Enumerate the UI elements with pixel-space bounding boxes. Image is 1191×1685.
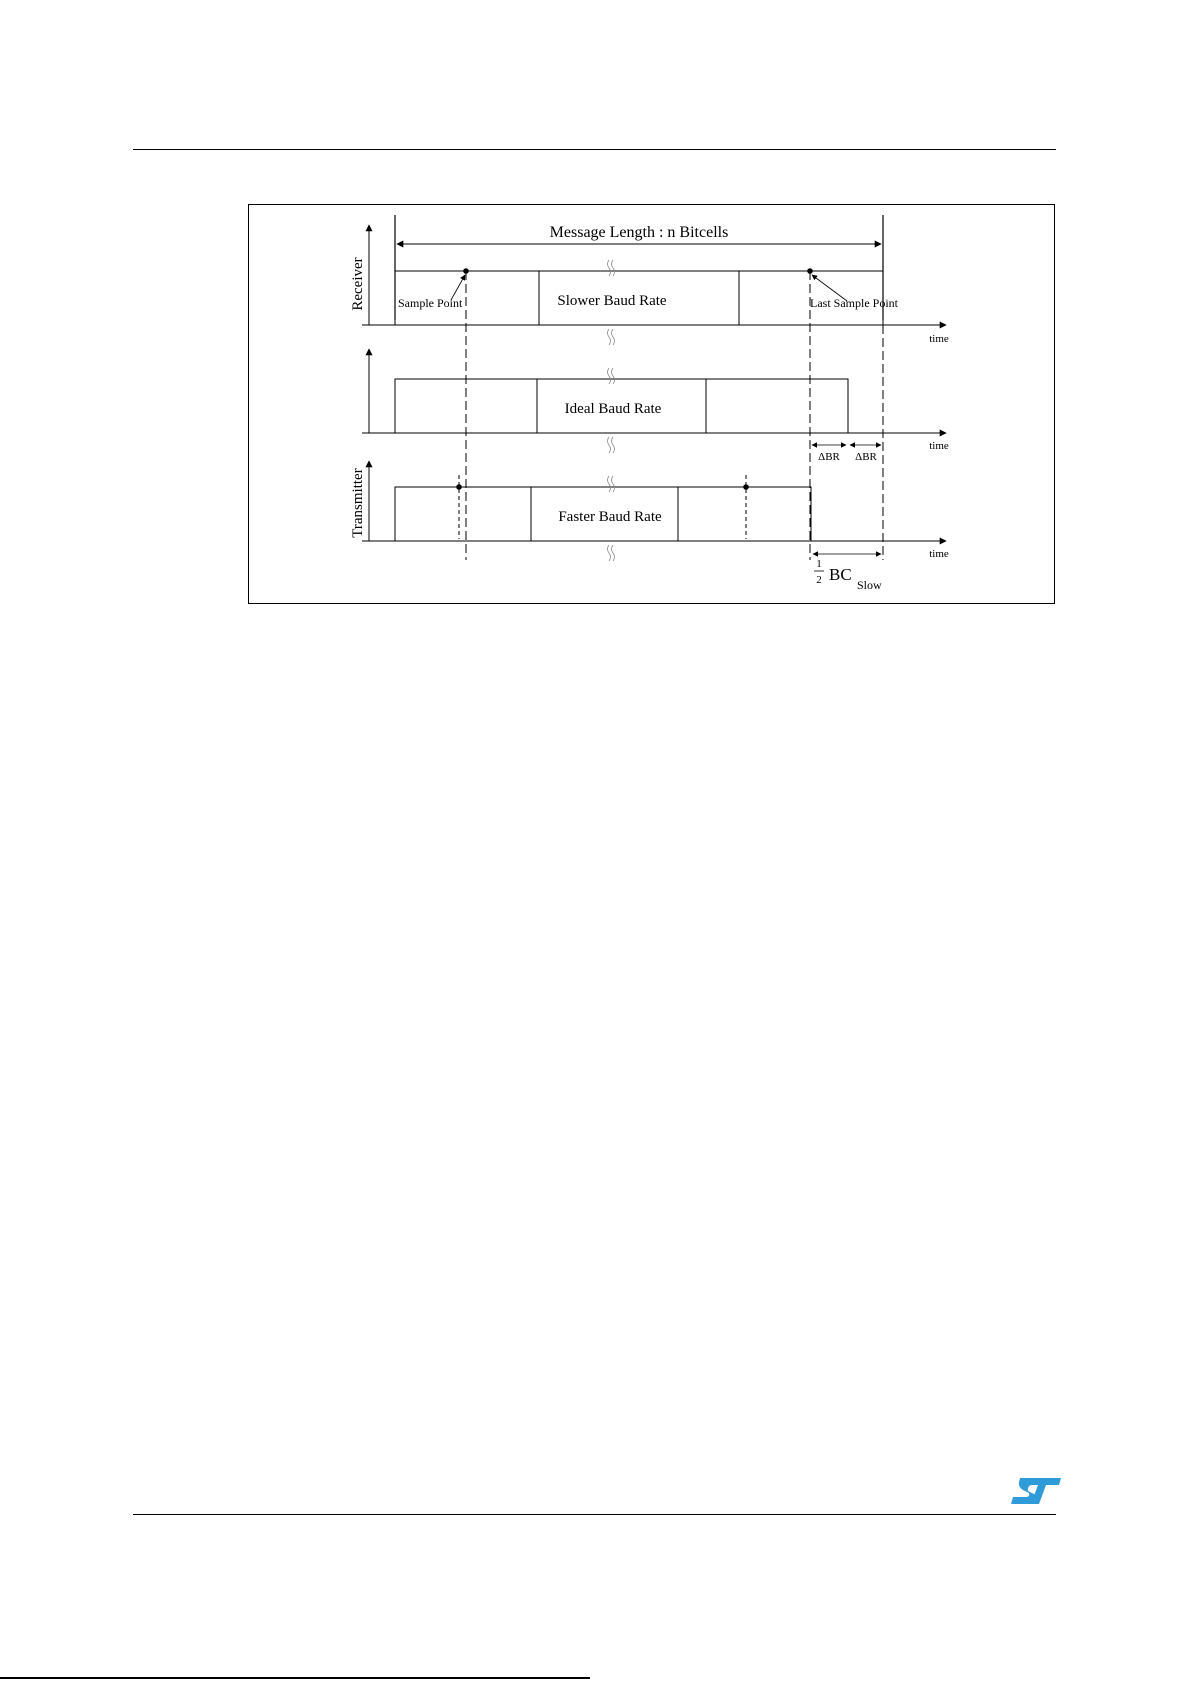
figure-frame: Message Length : n Bitcells Receiver tim… bbox=[248, 204, 1055, 604]
time-label-ideal: time bbox=[929, 440, 949, 452]
bottom-edge-strip bbox=[0, 1677, 590, 1679]
header-rule bbox=[133, 149, 1056, 150]
time-label-receiver: time bbox=[929, 333, 949, 345]
st-logo-icon bbox=[1010, 1476, 1062, 1506]
sample-point-label: Sample Point bbox=[398, 296, 463, 310]
transmitter-axis-label: Transmitter bbox=[350, 468, 366, 537]
sample-guides bbox=[466, 271, 883, 560]
bc-subscript: Slow bbox=[857, 578, 882, 592]
half-numerator: 1 bbox=[816, 558, 822, 570]
half-denominator: 2 bbox=[816, 574, 822, 586]
delta-br-label-right: ΔBR bbox=[855, 451, 877, 463]
footer-rule bbox=[133, 1514, 1056, 1515]
ideal-row: time Ideal Baud Rate ΔBR ΔBR bbox=[362, 349, 949, 463]
time-label-transmitter: time bbox=[929, 548, 949, 560]
baud-rate-timing-diagram: Message Length : n Bitcells Receiver tim… bbox=[249, 205, 1054, 603]
delta-br-label-left: ΔBR bbox=[818, 451, 840, 463]
slower-baud-rate-label: Slower Baud Rate bbox=[557, 293, 666, 309]
bc-label: BC bbox=[829, 565, 852, 584]
receiver-axis-label: Receiver bbox=[350, 257, 366, 310]
ideal-baud-rate-label: Ideal Baud Rate bbox=[565, 401, 662, 417]
message-length-label: Message Length : n Bitcells bbox=[550, 224, 729, 241]
faster-baud-rate-label: Faster Baud Rate bbox=[558, 509, 662, 525]
transmitter-row: Transmitter time Faster Baud Rate 1 2 BC… bbox=[350, 461, 949, 592]
receiver-row: Receiver time Slower Baud Rate Sample Po… bbox=[350, 225, 949, 345]
last-sample-point-label: Last Sample Point bbox=[810, 296, 899, 310]
